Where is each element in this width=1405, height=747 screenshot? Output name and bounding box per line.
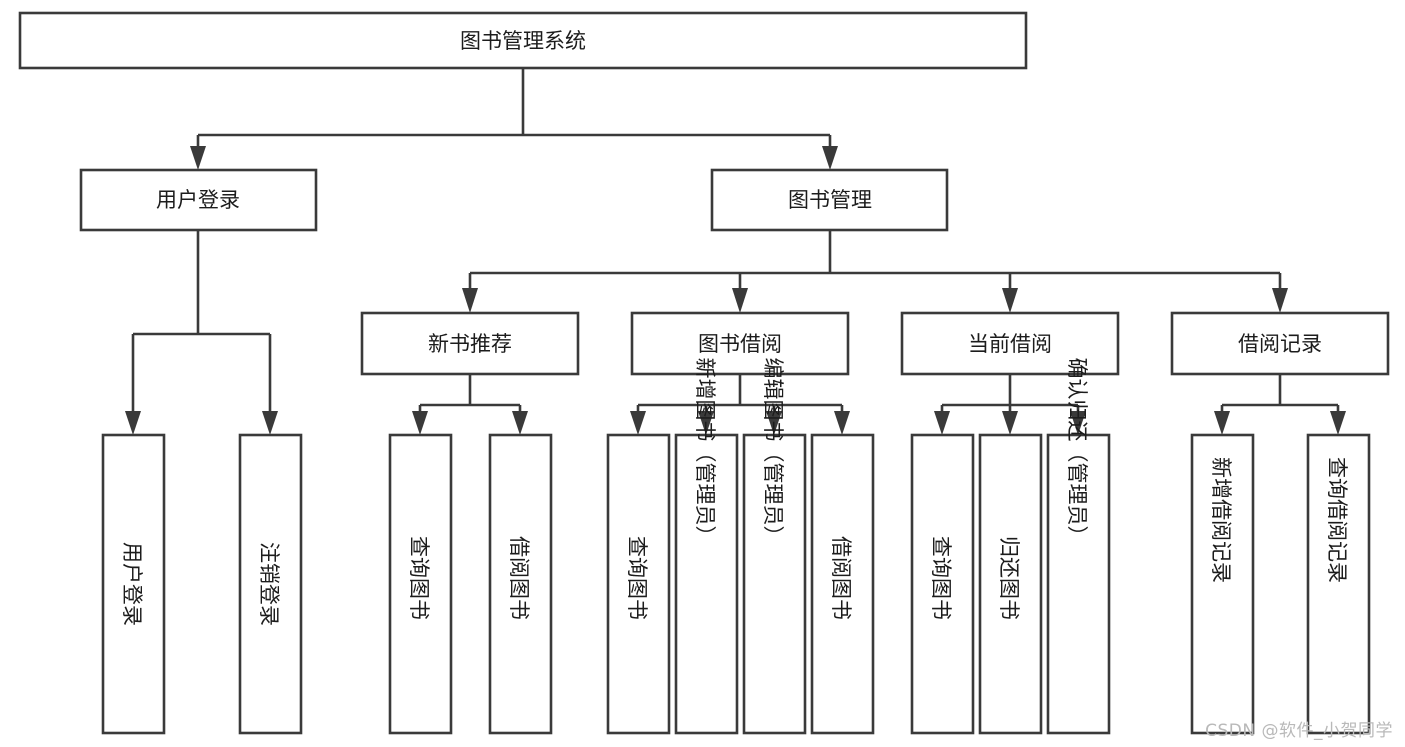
- arrow-login-child2: [262, 411, 278, 435]
- leaf-user-login-1-label: 用户登录: [120, 542, 144, 626]
- node-book-management-label: 图书管理: [788, 188, 872, 212]
- arrow-newbook-l2: [512, 411, 528, 435]
- leaf-book-borrow-2-label: 新增图书（管理员）: [693, 358, 717, 547]
- node-borrow-record-label: 借阅记录: [1238, 332, 1322, 356]
- arrow-current-l3: [1070, 411, 1086, 435]
- leaf-new-book-2-label: 借阅图书: [507, 536, 531, 620]
- leaf-book-borrow-2[interactable]: 新增图书（管理员）: [674, 358, 739, 735]
- arrow-record-l1: [1214, 411, 1230, 435]
- leaf-current-borrow-3-label: 确认归还（管理员）: [1065, 358, 1089, 547]
- arrow-current-l2: [1002, 411, 1018, 435]
- leaf-book-borrow-1[interactable]: 查询图书: [606, 433, 671, 735]
- node-user-login-box[interactable]: [79, 168, 318, 232]
- leaf-current-borrow-2-box[interactable]: [978, 433, 1043, 735]
- leaf-user-login-2[interactable]: 注销登录: [238, 433, 303, 735]
- leaf-current-borrow-1-label: 查询图书: [929, 536, 953, 620]
- arrow-books-c2: [732, 288, 748, 313]
- node-new-book-recommend-box[interactable]: [360, 311, 580, 376]
- node-new-book-recommend[interactable]: 新书推荐: [360, 311, 580, 376]
- leaf-current-borrow-2-label: 归还图书: [997, 536, 1021, 620]
- leaf-book-borrow-3-box[interactable]: [742, 433, 807, 735]
- arrow-books-c1: [462, 288, 478, 313]
- leaf-user-login-2-box[interactable]: [238, 433, 303, 735]
- arrow-books-c3: [1002, 288, 1018, 313]
- leaf-borrow-record-1-box[interactable]: [1190, 433, 1255, 735]
- leaf-book-borrow-1-box[interactable]: [606, 433, 671, 735]
- node-book-borrow[interactable]: 图书借阅: [630, 311, 850, 376]
- node-borrow-record[interactable]: 借阅记录: [1170, 311, 1390, 376]
- node-current-borrow[interactable]: 当前借阅: [900, 311, 1120, 376]
- arrow-borrow-l4: [834, 411, 850, 435]
- leaf-new-book-1-label: 查询图书: [407, 536, 431, 620]
- node-root[interactable]: 图书管理系统: [18, 11, 1028, 70]
- leaf-book-borrow-1-label: 查询图书: [625, 536, 649, 620]
- leaf-borrow-record-1[interactable]: 新增借阅记录: [1190, 433, 1255, 735]
- leaf-new-book-1[interactable]: 查询图书: [388, 433, 453, 735]
- node-current-borrow-box[interactable]: [900, 311, 1120, 376]
- arrow-current-l1: [934, 411, 950, 435]
- leaf-current-borrow-3-box[interactable]: [1046, 433, 1111, 735]
- leaf-borrow-record-2-label: 查询借阅记录: [1325, 457, 1349, 583]
- node-root-label: 图书管理系统: [460, 29, 586, 53]
- leaf-book-borrow-4-box[interactable]: [810, 433, 875, 735]
- leaf-book-borrow-4-label: 借阅图书: [829, 536, 853, 620]
- leaf-current-borrow-1-box[interactable]: [910, 433, 975, 735]
- leaf-borrow-record-1-label: 新增借阅记录: [1209, 457, 1233, 583]
- arrow-borrow-l3: [766, 411, 782, 435]
- leaf-new-book-2[interactable]: 借阅图书: [488, 433, 553, 735]
- node-book-borrow-label: 图书借阅: [698, 332, 782, 356]
- leaf-book-borrow-3[interactable]: 编辑图书（管理员）: [742, 358, 807, 735]
- arrow-root-to-books: [822, 146, 838, 170]
- node-borrow-record-box[interactable]: [1170, 311, 1390, 376]
- node-book-management[interactable]: 图书管理: [710, 168, 949, 232]
- arrow-newbook-l1: [412, 411, 428, 435]
- node-book-management-box[interactable]: [710, 168, 949, 232]
- leaf-current-borrow-3[interactable]: 确认归还（管理员）: [1046, 358, 1111, 735]
- arrow-borrow-l2: [698, 411, 714, 435]
- node-user-login[interactable]: 用户登录: [79, 168, 318, 232]
- leaf-borrow-record-2-box[interactable]: [1306, 433, 1371, 735]
- arrow-login-child1: [125, 411, 141, 435]
- arrow-root-to-login: [190, 146, 206, 170]
- leaf-new-book-1-box[interactable]: [388, 433, 453, 735]
- leaf-user-login-2-label: 注销登录: [257, 542, 281, 626]
- node-new-book-recommend-label: 新书推荐: [428, 332, 512, 356]
- node-current-borrow-label: 当前借阅: [968, 332, 1052, 356]
- connector-group: [125, 68, 1346, 435]
- leaf-current-borrow-1[interactable]: 查询图书: [910, 433, 975, 735]
- leaf-borrow-record-2[interactable]: 查询借阅记录: [1306, 433, 1371, 735]
- leaf-current-borrow-2[interactable]: 归还图书: [978, 433, 1043, 735]
- leaf-user-login-1[interactable]: 用户登录: [101, 433, 166, 735]
- arrow-record-l2: [1330, 411, 1346, 435]
- arrow-borrow-l1: [630, 411, 646, 435]
- node-book-borrow-box[interactable]: [630, 311, 850, 376]
- arrow-books-c4: [1272, 288, 1288, 313]
- node-root-box[interactable]: [18, 11, 1028, 70]
- leaf-new-book-2-box[interactable]: [488, 433, 553, 735]
- leaf-book-borrow-4[interactable]: 借阅图书: [810, 433, 875, 735]
- node-user-login-label: 用户登录: [156, 188, 240, 212]
- leaf-book-borrow-2-box[interactable]: [674, 433, 739, 735]
- leaf-book-borrow-3-label: 编辑图书（管理员）: [761, 358, 785, 547]
- csdn-watermark: CSDN @软件_小贺同学: [1205, 721, 1393, 741]
- leaf-user-login-1-box[interactable]: [101, 433, 166, 735]
